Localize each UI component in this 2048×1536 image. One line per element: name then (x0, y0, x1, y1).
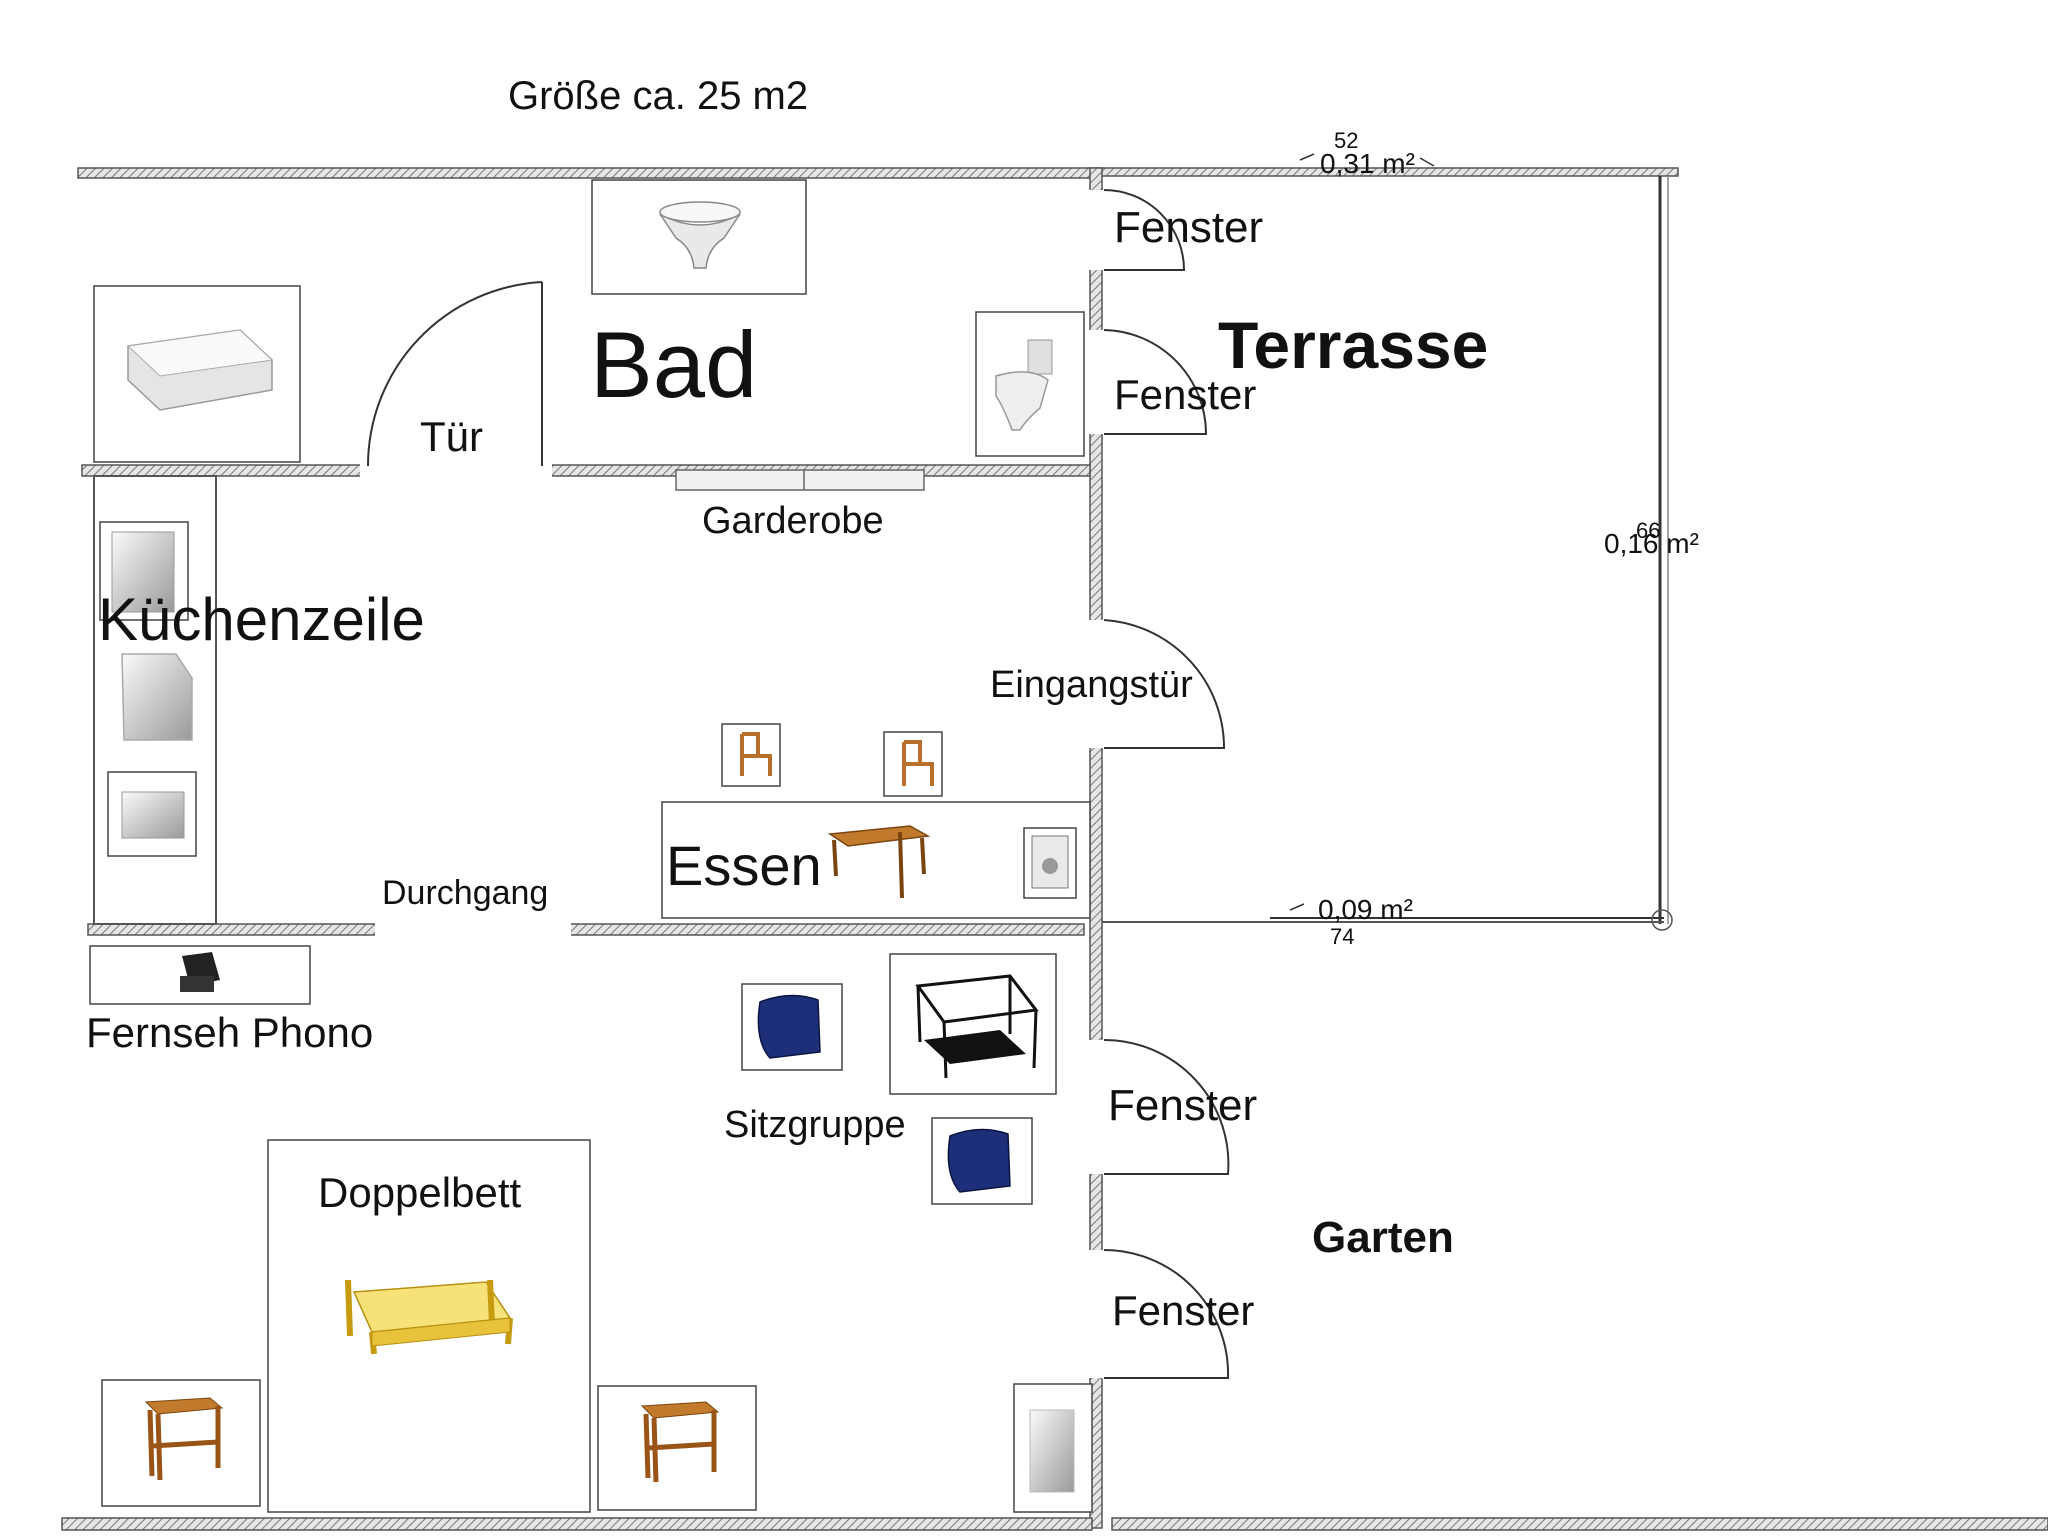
seating-label: Sitzgruppe (724, 1104, 906, 1146)
passage-label-durchgang: Durchgang (382, 874, 549, 912)
washing-machine-icon (1023, 827, 1077, 899)
measure-area-bottom: 0,09 m² (1318, 894, 1413, 925)
door-arc-tuer (366, 281, 543, 467)
door-gap-durchgang (375, 923, 571, 936)
coffee-table-icon (889, 953, 1057, 1095)
window-gap-4 (1089, 1250, 1103, 1378)
wardrobe-icon (1013, 1383, 1093, 1513)
nightstand-icon (101, 1379, 261, 1507)
window-label-1: Fenster (1114, 203, 1264, 252)
measure-dim-right: 66 (1636, 518, 1661, 543)
garderobe-unit (675, 469, 925, 491)
tv-icon (89, 945, 311, 1005)
measure-area-top: 0,31 m² (1320, 148, 1415, 179)
door-label-tuer: Tür (420, 413, 483, 460)
wall-top (77, 167, 1099, 179)
room-label-bad: Bad (590, 312, 758, 417)
wall-kitchen-bottom (87, 923, 1085, 936)
window-label-2: Fenster (1114, 371, 1257, 418)
wall-bottom-left (61, 1517, 1093, 1531)
measure-area-right: 0,16 m² (1604, 528, 1699, 559)
door-arc-eingang (1103, 619, 1226, 749)
chair-icon (883, 731, 943, 797)
window-arc-3 (1103, 1038, 1230, 1175)
measure-dim-top: 52 (1334, 128, 1359, 153)
window-arc-2 (1103, 329, 1208, 435)
room-label-terrasse: Terrasse (1218, 308, 1489, 382)
window-gap-3 (1089, 1040, 1103, 1174)
dishwasher-icon (121, 653, 193, 741)
garderobe-label: Garderobe (702, 500, 884, 542)
door-label-eingangstuer: Eingangstür (990, 664, 1193, 706)
window-label-4: Fenster (1112, 1287, 1255, 1334)
stove-icon (107, 771, 197, 857)
door-gap-tuer (360, 464, 552, 477)
toilet-icon (975, 311, 1085, 457)
sink-icon (591, 179, 807, 295)
wall-bad-bottom (81, 464, 1091, 477)
size-label: Größe ca. 25 m2 (508, 74, 809, 118)
bed-label: Doppelbett (318, 1169, 522, 1216)
wall-bottom-right (1111, 1517, 2048, 1531)
window-arc-1 (1103, 189, 1186, 271)
window-gap-1 (1089, 190, 1103, 270)
armchair-icon (931, 1117, 1033, 1205)
fridge-icon (99, 521, 189, 621)
room-label-kuechenzeile: Küchenzeile (98, 586, 425, 653)
wall-left-kitchen (93, 475, 217, 925)
room-label-garten: Garten (1312, 1213, 1454, 1262)
window-arc-4 (1103, 1249, 1230, 1379)
window-gap-2 (1089, 330, 1103, 434)
window-label-3: Fenster (1108, 1081, 1258, 1130)
door-gap-eingang (1089, 620, 1103, 748)
tv-label: Fernseh Phono (86, 1009, 374, 1056)
bed-icon (267, 1139, 591, 1513)
dining-table-icon (661, 801, 1091, 919)
chair-icon (721, 723, 781, 787)
shower-tray-icon (93, 285, 301, 463)
nightstand-icon (597, 1385, 757, 1511)
measure-dim-bottom: 74 (1330, 924, 1355, 949)
room-label-essen: Essen (666, 834, 822, 897)
armchair-icon (741, 983, 843, 1071)
